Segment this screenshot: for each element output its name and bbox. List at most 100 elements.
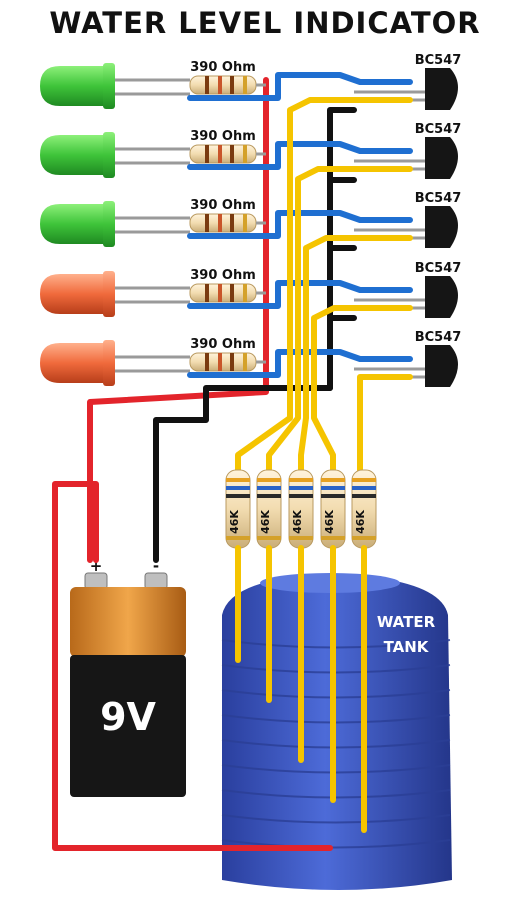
resistor-band (289, 494, 313, 498)
base-stage-2: 46K (256, 166, 413, 703)
battery-minus-sign: - (153, 557, 159, 575)
resistor-band (352, 536, 376, 540)
resistor-band (321, 536, 345, 540)
led-body (40, 135, 105, 175)
resistor-band (352, 486, 376, 490)
battery-plus-sign: + (90, 557, 103, 575)
tank-label-line2: TANK (384, 638, 430, 656)
page-title: WATER LEVEL INDICATOR (49, 6, 480, 40)
resistor-band (218, 145, 222, 163)
resistor-390-label: 390 Ohm (190, 198, 256, 213)
resistor-band (230, 284, 234, 302)
tank-label-line1: WATER (377, 613, 436, 631)
led-body (40, 66, 105, 106)
resistor-band (226, 494, 250, 498)
yellow-base-wire (298, 235, 413, 473)
led-rim (103, 340, 115, 386)
resistor-band (243, 76, 247, 94)
base-stage-5: 46K (351, 374, 413, 833)
led-rim (103, 271, 115, 317)
resistor-band (289, 536, 313, 540)
resistor-band (243, 145, 247, 163)
red-probe-wire (52, 481, 333, 851)
battery-label: 9V (100, 695, 156, 739)
transistor-body (425, 276, 458, 318)
yellow-base-wire (311, 305, 413, 473)
resistor-390-label: 390 Ohm (190, 268, 256, 283)
resistor-band (205, 353, 209, 371)
blue-collector-wire (187, 72, 413, 101)
base-stage-4: 46K (311, 305, 413, 803)
resistor-band (230, 76, 234, 94)
blue-collector-wire (187, 210, 413, 239)
transistor-body (425, 68, 458, 110)
resistor-band (218, 284, 222, 302)
led-rim (103, 132, 115, 178)
resistor-46k-label: 46K (354, 510, 367, 534)
resistor-390-label: 390 Ohm (190, 337, 256, 352)
resistor-390-label: 390 Ohm (190, 129, 256, 144)
resistor-band (243, 214, 247, 232)
led-stage-3: 390 Ohm BC547 (40, 191, 461, 248)
resistor-band (257, 536, 281, 540)
led-body (40, 274, 105, 314)
led-rim (103, 201, 115, 247)
water-tank: WATER TANK (221, 573, 452, 890)
led-rim (103, 63, 115, 109)
resistor-46k-label: 46K (228, 510, 241, 534)
battery-minus-terminal (144, 572, 168, 590)
resistor-band (352, 494, 376, 498)
resistor-46k-label: 46K (291, 510, 304, 534)
base-stage-1: 46K (225, 97, 413, 663)
resistor-46k-label: 46K (259, 510, 272, 534)
resistor-band (218, 214, 222, 232)
resistor-band (321, 486, 345, 490)
blue-collector-wire (187, 141, 413, 170)
yellow-base-wire (357, 374, 413, 473)
resistor-band (205, 284, 209, 302)
resistor-band (218, 353, 222, 371)
battery-top (70, 587, 186, 657)
led-body (40, 343, 105, 383)
resistor-band (289, 486, 313, 490)
transistor-label: BC547 (415, 53, 462, 68)
resistor-band (230, 214, 234, 232)
resistor-390-label: 390 Ohm (190, 60, 256, 75)
resistor-band (243, 353, 247, 371)
battery-body (70, 655, 186, 797)
resistor-band (321, 494, 345, 498)
resistor-band (226, 536, 250, 540)
resistor-band (230, 145, 234, 163)
transistor-label: BC547 (415, 330, 462, 345)
resistor-band (205, 76, 209, 94)
resistor-band (226, 486, 250, 490)
yellow-base-wire (235, 97, 413, 473)
resistor-band (230, 353, 234, 371)
resistor-band (321, 478, 345, 482)
transistor-label: BC547 (415, 122, 462, 137)
resistor-band (218, 76, 222, 94)
resistor-band (205, 145, 209, 163)
transistor-label: BC547 (415, 261, 462, 276)
resistor-band (226, 478, 250, 482)
battery-9v: 9V + - (70, 557, 186, 797)
battery-plus-terminal (84, 572, 108, 590)
transistor-body (425, 206, 458, 248)
resistor-band (352, 478, 376, 482)
led-stage-2: 390 Ohm BC547 (40, 122, 461, 179)
resistor-band (289, 478, 313, 482)
led-stage-4: 390 Ohm BC547 (40, 261, 461, 318)
yellow-base-wire (266, 166, 413, 473)
black-ground-wire (153, 385, 333, 563)
resistor-band (257, 486, 281, 490)
resistor-band (257, 478, 281, 482)
emitter-bus (327, 107, 357, 391)
resistor-46k-label: 46K (323, 510, 336, 534)
resistor-band (205, 214, 209, 232)
base-stage-3: 46K (288, 235, 413, 763)
resistor-band (257, 494, 281, 498)
transistor-body (425, 137, 458, 179)
transistor-body (425, 345, 458, 387)
transistor-label: BC547 (415, 191, 462, 206)
